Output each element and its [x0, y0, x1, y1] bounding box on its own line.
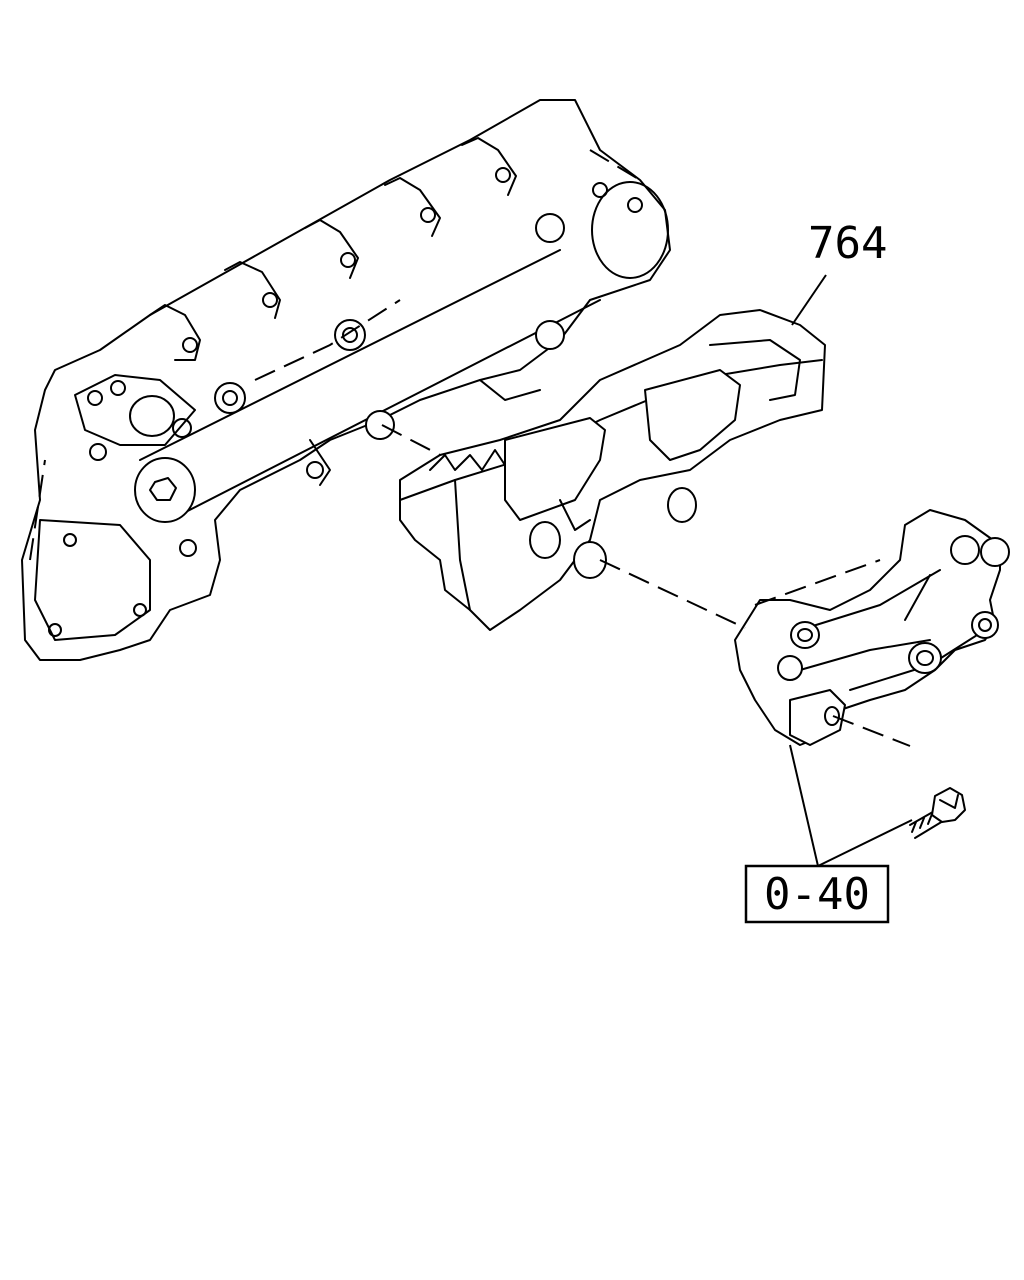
reference-box — [744, 864, 890, 924]
manifold-assembly — [21, 99, 671, 661]
reference-leader-bracket — [789, 744, 819, 867]
callout-764: 764 — [791, 218, 887, 326]
reference-label: 0-40 — [764, 869, 870, 920]
callout-reference: 0-40 — [744, 744, 913, 924]
flange-bolt — [909, 787, 966, 839]
reference-leader-bolt — [817, 819, 913, 867]
part-764-bracket — [399, 309, 826, 631]
mounting-bracket — [734, 509, 1010, 746]
part-number-label: 764 — [808, 218, 887, 269]
callout-leader-764 — [791, 274, 827, 326]
assembly-lines — [381, 424, 911, 747]
